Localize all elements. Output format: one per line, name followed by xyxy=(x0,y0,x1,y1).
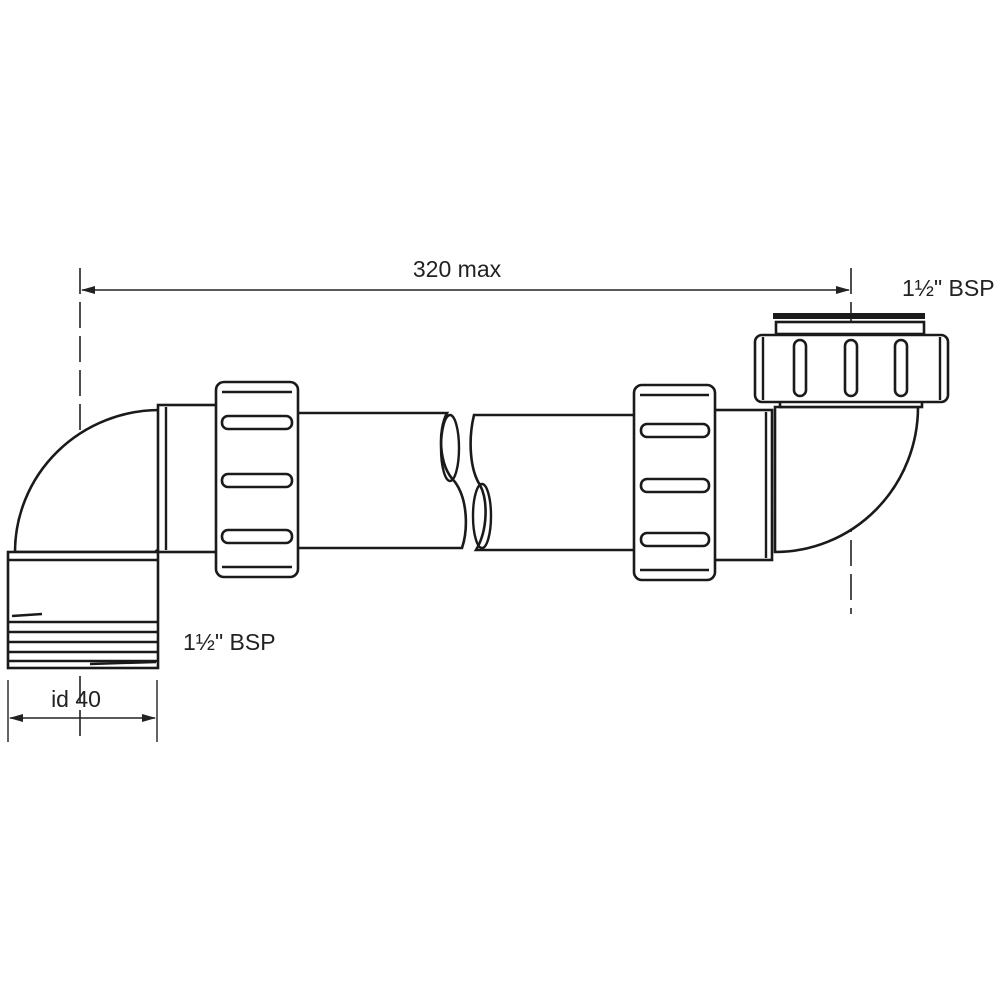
pipe-left-section xyxy=(294,411,468,550)
right-elbow xyxy=(710,405,920,562)
outlet-thread-label: 1½" BSP xyxy=(902,275,995,301)
threaded-inlet xyxy=(6,550,160,670)
outlet-nut xyxy=(753,313,950,409)
length-label: 320 max xyxy=(413,256,502,282)
left-union-nut xyxy=(214,380,300,579)
left-elbow xyxy=(13,403,220,554)
washer xyxy=(773,313,925,319)
inner-diameter-label: id 40 xyxy=(51,686,101,712)
pipe-right-section xyxy=(469,413,642,552)
inlet-thread-label: 1½" BSP xyxy=(183,629,276,655)
right-union-nut xyxy=(632,383,717,582)
